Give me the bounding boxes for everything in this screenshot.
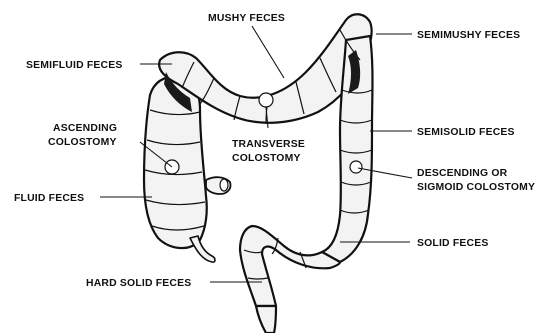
- appendix: [190, 236, 215, 262]
- label-solid-feces: SOLID FECES: [417, 238, 488, 249]
- label-descending-line1: DESCENDING OR: [417, 168, 508, 179]
- label-mushy-feces: MUSHY FECES: [208, 13, 285, 24]
- label-transverse-line1: TRANSVERSE: [232, 139, 305, 150]
- rectum: [256, 306, 276, 333]
- leader-mushy: [252, 26, 284, 78]
- label-ascending-line2: COLOSTOMY: [48, 137, 117, 148]
- label-transverse-line2: COLOSTOMY: [232, 153, 301, 164]
- label-ascending-line1: ASCENDING: [53, 123, 117, 134]
- label-fluid-feces: FLUID FECES: [14, 193, 84, 204]
- descending-stoma: [350, 161, 362, 173]
- sigmoid-colon: [240, 226, 340, 306]
- transverse-stoma: [259, 93, 273, 107]
- label-semifluid-feces: SEMIFLUID FECES: [26, 60, 123, 71]
- label-hard-solid-feces: HARD SOLID FECES: [86, 278, 191, 289]
- label-semisolid-feces: SEMISOLID FECES: [417, 127, 515, 138]
- label-semimushy-feces: SEMIMUSHY FECES: [417, 30, 520, 41]
- label-descending-line2: SIGMOID COLOSTOMY: [417, 182, 535, 193]
